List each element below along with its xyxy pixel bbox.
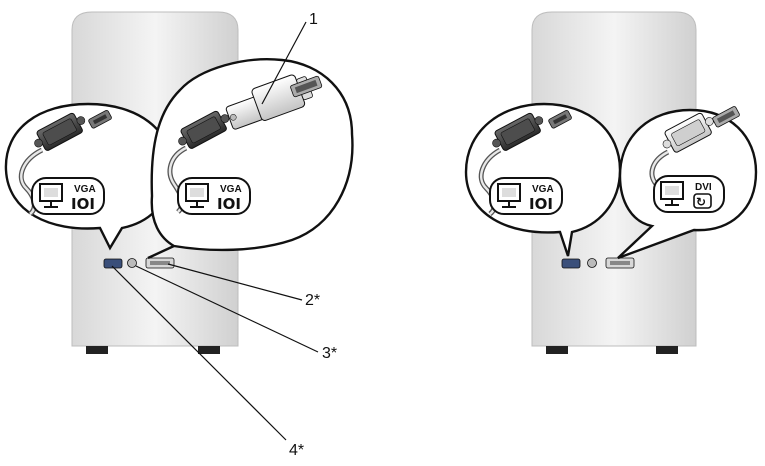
left-vga-symbol: IOI	[71, 195, 95, 213]
monitor-icon	[497, 183, 521, 208]
right-foot-2	[656, 346, 678, 354]
left-computer: VGA IOI	[4, 11, 354, 459]
left-dvi-port	[145, 257, 175, 269]
right-tv-out-port	[587, 258, 597, 268]
callout-1: 1	[309, 11, 318, 28]
left-dvi-socket-small	[290, 75, 323, 98]
callout-1-leader	[261, 21, 307, 105]
right-vga-plug	[492, 112, 544, 151]
right-vga-port	[561, 258, 581, 269]
callout-3: 3*	[322, 345, 337, 362]
callout-3-leader	[135, 265, 319, 353]
right-foot-1	[546, 346, 568, 354]
left-foot-1	[86, 346, 108, 354]
left-adapter-vga-label: VGA	[220, 184, 242, 195]
right-dvi-socket-small	[712, 106, 740, 128]
monitor-icon	[185, 183, 209, 208]
callout-4: 4*	[289, 442, 304, 459]
left-vga-socket-small	[88, 109, 112, 129]
left-tv-out-port	[127, 258, 137, 268]
left-vga-badge: VGA IOI	[31, 177, 105, 215]
right-vga-badge: VGA IOI	[489, 177, 563, 215]
monitor-icon	[39, 183, 63, 208]
monitor-icon	[660, 181, 684, 206]
callout-4-leader	[111, 265, 287, 441]
right-dvi-label: DVI	[695, 182, 712, 193]
left-adapter-vga-symbol: IOI	[217, 195, 241, 213]
right-computer: VGA IOI DVI ↻	[464, 11, 758, 354]
left-adapter-vga-plug	[178, 110, 230, 149]
callout-2: 2*	[305, 292, 320, 309]
left-vga-port	[103, 258, 123, 269]
left-vga-plug	[34, 112, 86, 151]
right-vga-label: VGA	[532, 184, 554, 195]
right-dvi-port	[605, 257, 635, 269]
left-vga-label: VGA	[74, 184, 96, 195]
right-dvi-badge: DVI ↻	[653, 175, 725, 213]
right-vga-socket-small	[548, 109, 572, 129]
left-foot-2	[198, 346, 220, 354]
right-dvi-symbol: ↻	[696, 195, 706, 209]
right-vga-symbol: IOI	[529, 195, 553, 213]
callout-2-leader	[167, 263, 303, 301]
left-adapter-vga-badge: VGA IOI	[177, 177, 251, 215]
